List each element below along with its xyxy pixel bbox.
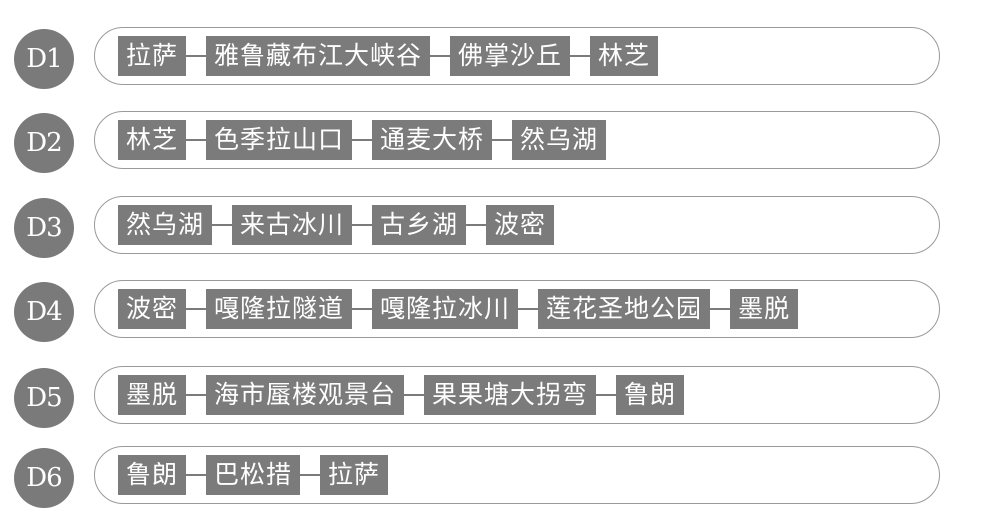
connector-line (518, 308, 539, 310)
day-badge: D3 (14, 198, 74, 258)
stop-tag: 佛掌沙丘 (450, 36, 571, 76)
connector-line (212, 224, 233, 226)
stop-tag: 然乌湖 (118, 205, 213, 245)
connector-line (596, 394, 617, 396)
connector-line (352, 139, 373, 141)
connector-line (352, 308, 373, 310)
stop-tag: 莲花圣地公园 (538, 289, 711, 329)
connector-line (186, 139, 207, 141)
stop-tag: 巴松措 (206, 455, 301, 495)
stop-tag: 拉萨 (118, 36, 187, 76)
connector-line (186, 474, 207, 476)
stop-tag: 嘎隆拉冰川 (372, 289, 519, 329)
day-row: D2 林芝 色季拉山口 通麦大桥 然乌湖 (0, 111, 1006, 173)
stop-tag: 鲁朗 (616, 375, 685, 415)
stop-tag: 古乡湖 (372, 205, 467, 245)
day-row: D1 拉萨 雅鲁藏布江大峡谷 佛掌沙丘 林芝 (0, 27, 1006, 89)
stop-tag: 嘎隆拉隧道 (206, 289, 353, 329)
stop-tag: 波密 (118, 289, 187, 329)
stop-tag: 拉萨 (320, 455, 389, 495)
connector-line (466, 224, 487, 226)
stop-tag: 墨脱 (118, 375, 187, 415)
route-chain: 墨脱 海市蜃楼观景台 果果塘大拐弯 鲁朗 (118, 375, 685, 415)
route-chain: 林芝 色季拉山口 通麦大桥 然乌湖 (118, 120, 607, 160)
connector-line (186, 394, 207, 396)
day-row: D3 然乌湖 来古冰川 古乡湖 波密 (0, 196, 1006, 258)
day-badge: D4 (14, 282, 74, 342)
route-chain: 拉萨 雅鲁藏布江大峡谷 佛掌沙丘 林芝 (118, 36, 659, 76)
stop-tag: 然乌湖 (512, 120, 607, 160)
day-badge: D6 (14, 448, 74, 508)
stop-tag: 墨脱 (730, 289, 799, 329)
connector-line (352, 224, 373, 226)
stop-tag: 波密 (486, 205, 555, 245)
day-badge: D1 (14, 29, 74, 89)
stop-tag: 鲁朗 (118, 455, 187, 495)
connector-line (186, 55, 207, 57)
day-row: D4 波密 嘎隆拉隧道 嘎隆拉冰川 莲花圣地公园 墨脱 (0, 280, 1006, 342)
connector-line (186, 308, 207, 310)
stop-tag: 林芝 (118, 120, 187, 160)
stop-tag: 果果塘大拐弯 (424, 375, 597, 415)
connector-line (710, 308, 731, 310)
stop-tag: 来古冰川 (232, 205, 353, 245)
stop-tag: 海市蜃楼观景台 (206, 375, 405, 415)
connector-line (404, 394, 425, 396)
route-chain: 然乌湖 来古冰川 古乡湖 波密 (118, 205, 555, 245)
stop-tag: 色季拉山口 (206, 120, 353, 160)
connector-line (430, 55, 451, 57)
day-row: D5 墨脱 海市蜃楼观景台 果果塘大拐弯 鲁朗 (0, 366, 1006, 428)
route-chain: 波密 嘎隆拉隧道 嘎隆拉冰川 莲花圣地公园 墨脱 (118, 289, 799, 329)
connector-line (570, 55, 591, 57)
day-row: D6 鲁朗 巴松措 拉萨 (0, 446, 1006, 508)
route-chain: 鲁朗 巴松措 拉萨 (118, 455, 389, 495)
day-badge: D5 (14, 368, 74, 428)
stop-tag: 通麦大桥 (372, 120, 493, 160)
stop-tag: 雅鲁藏布江大峡谷 (206, 36, 431, 76)
stop-tag: 林芝 (590, 36, 659, 76)
connector-line (300, 474, 321, 476)
day-badge: D2 (14, 113, 74, 173)
connector-line (492, 139, 513, 141)
